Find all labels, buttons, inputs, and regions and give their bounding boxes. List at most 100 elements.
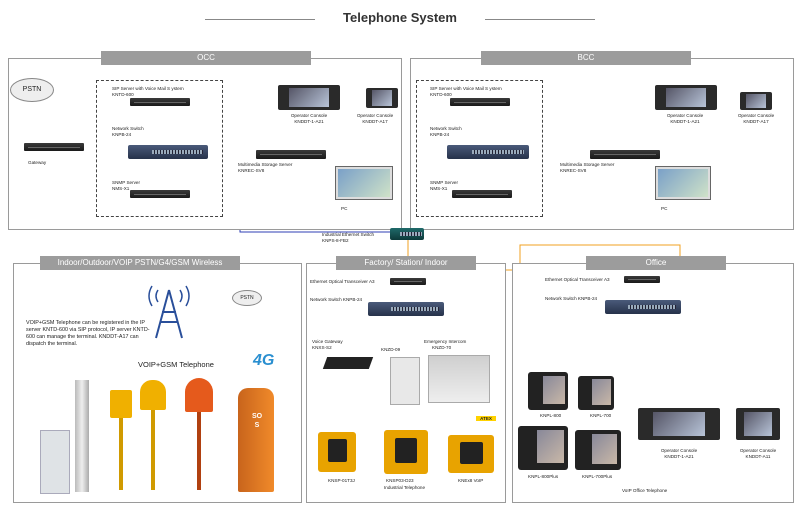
office-switch-label: Network Switch KNPB-24 [545, 296, 598, 301]
pstn-cloud: PSTN [10, 78, 54, 102]
factory-header: Factory/ Station/ Indoor [336, 256, 476, 270]
yellow-telephone-pole [119, 418, 123, 490]
yellow-telephone-box [110, 390, 132, 418]
office-console1-label: Operator Console [660, 448, 698, 453]
bcc-server-group [416, 80, 543, 217]
phone2-caption: Industrial Telephone [384, 485, 426, 490]
occ-header: OCC [101, 51, 311, 65]
office-console2-model: KNDDT-A11 [745, 454, 771, 459]
pstn-cloud-small: PSTN [232, 290, 262, 306]
knpl800plus-phone [518, 426, 568, 470]
knpl700plus-phone [575, 430, 621, 470]
intercom-model: KNZD-70 [432, 345, 452, 350]
occ-switch-label: Network Switch [112, 126, 144, 131]
voice-gateway-label: Voice Gateway [312, 339, 343, 344]
bcc-console1-model: KNDDT-1-A21 [670, 119, 700, 124]
orange-telephone-pole [197, 412, 201, 490]
bcc-sip-label: SIP Server with Voice Mail S ystem [430, 86, 502, 91]
occ-pc [335, 166, 393, 200]
4g-badge: 4G [253, 352, 275, 369]
knpl700-phone [578, 376, 614, 410]
page-title: Telephone System [343, 10, 457, 25]
occ-storage-label: Multimedia Storage Server [238, 162, 293, 167]
wireless-header: Indoor/Outdoor/VOIP PSTN/G4/GSM Wireless… [40, 256, 240, 281]
office-console2 [736, 408, 780, 440]
office-header: Office [586, 256, 726, 270]
industrial-switch-label: Industrial Ethernet Switch [322, 232, 375, 237]
hood-telephone-pole [151, 410, 155, 490]
bcc-storage-label: Multimedia Storage Server [560, 162, 615, 167]
bcc-console1-label: Operator Console [666, 113, 704, 118]
knpl800-label: KNPL-800 [540, 413, 562, 418]
occ-switch-model: KNPB-24 [112, 132, 132, 137]
kiosk-terminal [40, 430, 70, 494]
hood-telephone [140, 380, 166, 410]
occ-server-group [96, 80, 223, 217]
bcc-sip-model: KNTD-600 [430, 92, 452, 97]
knsp03-phone [384, 430, 428, 474]
occ-sip-label: SIP Server with Voice Mail S ystem [112, 86, 184, 91]
occ-storage-model: KNREC-SV8 [238, 168, 265, 173]
knpl700-label: KNPL-700 [590, 413, 612, 418]
industrial-ethernet-switch [390, 228, 424, 240]
occ-storage-server [256, 150, 326, 159]
knex8-phone [448, 435, 494, 473]
knpl700plus-label: KNPL-700Plus [582, 474, 613, 479]
antenna-tower-icon [148, 285, 190, 339]
bcc-console2-label: Operator Console [737, 113, 775, 118]
phone3-label: KNEx8 VoIP [458, 478, 484, 483]
factory-transceiver [390, 278, 426, 285]
phone2-label: KNSP03-D23 [386, 478, 414, 483]
voice-gateway-device [322, 357, 374, 369]
bcc-sip-server [450, 98, 510, 106]
bcc-console2 [740, 92, 772, 110]
office-console2-label: Operator Console [739, 448, 777, 453]
bcc-network-switch [447, 145, 529, 159]
title-rule-left [205, 19, 315, 20]
bcc-storage-model: KNREC-SV8 [560, 168, 587, 173]
phone1-label: KNSP-01T3J [328, 478, 355, 483]
bcc-switch-model: KNPB-24 [430, 132, 450, 137]
sos-column [238, 388, 274, 492]
bcc-console2-model: KNDDT-A17 [743, 119, 769, 124]
bcc-panel [410, 58, 794, 230]
bcc-pc [655, 166, 711, 200]
gateway-label: Gateway [28, 160, 47, 165]
bcc-pc-label: PC [661, 206, 668, 211]
occ-snmp-label: SNMP Server [112, 180, 140, 185]
bcc-snmp-model: NMS-X1 [430, 186, 448, 191]
factory-transceiver-label: Ethernet Optical Transceiver A3 [310, 279, 375, 284]
bcc-snmp-label: SNMP Server [430, 180, 458, 185]
factory-network-switch [368, 302, 444, 316]
bcc-switch-label: Network Switch [430, 126, 462, 131]
gateway-device [24, 143, 84, 151]
occ-pc-label: PC [341, 206, 348, 211]
voice-gateway-model: KNXS-S2 [312, 345, 332, 350]
office-transceiver-label: Ethernet Optical Transceiver A3 [545, 277, 610, 282]
knzd09-label: KNZD-09 [381, 347, 401, 352]
occ-console1-model: KNDDT-1-A21 [294, 119, 324, 124]
occ-console2 [366, 88, 398, 108]
occ-console1 [278, 85, 340, 110]
occ-network-switch [128, 145, 208, 159]
bcc-console1 [655, 85, 717, 110]
occ-console2-model: KNDDT-A17 [362, 119, 388, 124]
orange-telephone-hood [185, 378, 213, 412]
knpl800plus-label: KNPL-800Plus [528, 474, 559, 479]
office-transceiver [624, 276, 660, 283]
factory-switch-label: Network Switch KNPB-24 [310, 297, 363, 302]
knpl800-phone [528, 372, 568, 410]
knsp01-phone [318, 432, 356, 472]
industrial-switch-model: KNPS-8-FB2 [322, 238, 349, 243]
title-rule-right [485, 19, 595, 20]
office-caption: VoIP Office Telephone [622, 488, 668, 493]
pillar-telephone [75, 380, 89, 492]
occ-sip-server [130, 98, 190, 106]
wireless-note: VOIP+GSM Telephone can be registered in … [26, 320, 150, 347]
occ-snmp-server [130, 190, 190, 198]
occ-console1-label: Operator Console [290, 113, 328, 118]
office-network-switch [605, 300, 681, 314]
occ-snmp-model: NMS-X1 [112, 186, 130, 191]
atex-badge: ATEX [476, 416, 496, 421]
knzd09-device [390, 357, 420, 405]
